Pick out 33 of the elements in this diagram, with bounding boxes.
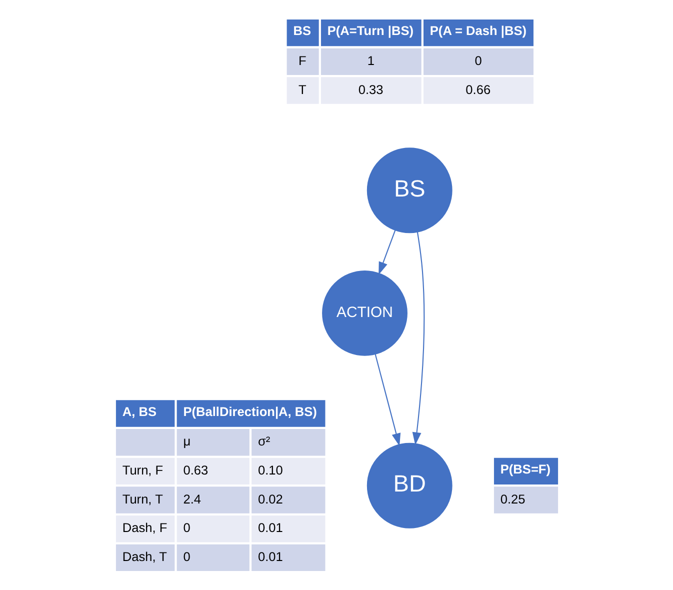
node-circle: BS	[366, 148, 452, 234]
label: σ²	[257, 434, 270, 449]
label: μ	[182, 434, 190, 449]
arrow	[412, 232, 424, 446]
node-circle: ACTION	[322, 270, 407, 356]
label: A, BS	[122, 404, 156, 419]
label: P(A = Dash |BS)	[429, 23, 526, 38]
label: 0	[182, 549, 190, 564]
label: 1	[366, 52, 374, 68]
label: 0	[182, 520, 190, 536]
label: Dash, T	[122, 549, 166, 564]
node-circle: BD	[366, 442, 452, 528]
label: BS	[292, 23, 310, 38]
label: 0.02	[257, 491, 282, 506]
label: T	[298, 82, 306, 97]
label: Turn, F	[122, 462, 163, 478]
label: 0.25	[500, 491, 525, 506]
label: 0.63	[182, 462, 208, 478]
label: F	[298, 52, 306, 68]
label: 0.01	[257, 549, 282, 564]
label: 0.10	[257, 462, 282, 478]
label: 0.66	[465, 82, 490, 97]
label: 2.4	[182, 491, 201, 506]
label: P(A=Turn |BS)	[326, 23, 414, 38]
label: Dash, F	[122, 520, 167, 536]
label: Turn, T	[122, 491, 162, 506]
arrow	[378, 230, 396, 275]
label: 0.01	[257, 520, 282, 536]
label: 0.33	[358, 82, 383, 97]
label: P(BS=F)	[500, 461, 550, 476]
label: P(BallDirection|A, BS)	[182, 404, 316, 419]
arrow	[374, 354, 400, 446]
label: 0	[474, 52, 482, 68]
